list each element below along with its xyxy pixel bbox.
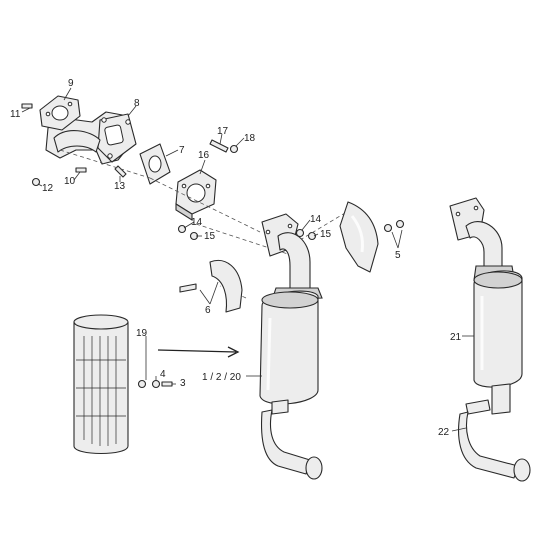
callout-14-right: 14 xyxy=(310,214,322,225)
callout-4: 4 xyxy=(160,369,166,380)
adapter-flange xyxy=(175,169,217,221)
manifold-gasket xyxy=(39,95,81,131)
heat-shield xyxy=(209,260,243,313)
callout-21: 21 xyxy=(450,332,462,343)
callout-11: 11 xyxy=(10,109,21,120)
callout-15-right: 15 xyxy=(320,229,332,240)
callout-14-left: 14 xyxy=(191,217,203,228)
callout-9: 9 xyxy=(68,78,74,89)
callout-10: 10 xyxy=(64,176,76,187)
leader-lines xyxy=(21,87,474,432)
fasteners xyxy=(21,103,405,389)
callout-3: 3 xyxy=(180,378,186,389)
callout-6: 6 xyxy=(205,305,211,316)
silencer-assembly xyxy=(259,213,323,480)
callout-8: 8 xyxy=(134,98,140,109)
callout-17: 17 xyxy=(217,126,229,137)
callout-22: 22 xyxy=(438,427,450,438)
callout-7: 7 xyxy=(179,145,185,156)
assembly-direction-arrow xyxy=(157,346,240,358)
callout-1-2-20: 1 / 2 / 20 xyxy=(202,372,241,383)
callout-16: 16 xyxy=(198,150,210,161)
callout-labels: 9 8 11 10 12 13 7 16 17 18 14 15 14 15 5… xyxy=(10,78,462,438)
flange-gasket xyxy=(139,143,171,185)
callout-13: 13 xyxy=(114,181,126,192)
callout-12: 12 xyxy=(42,183,54,194)
rear-heat-shield xyxy=(339,201,379,273)
callout-5: 5 xyxy=(395,250,401,261)
callout-19: 19 xyxy=(136,328,148,339)
tailpipe xyxy=(458,399,531,482)
callout-15-left: 15 xyxy=(204,231,216,242)
callout-18: 18 xyxy=(244,133,256,144)
silencer-alternative xyxy=(449,197,523,415)
spark-arrester-insert xyxy=(73,314,129,454)
